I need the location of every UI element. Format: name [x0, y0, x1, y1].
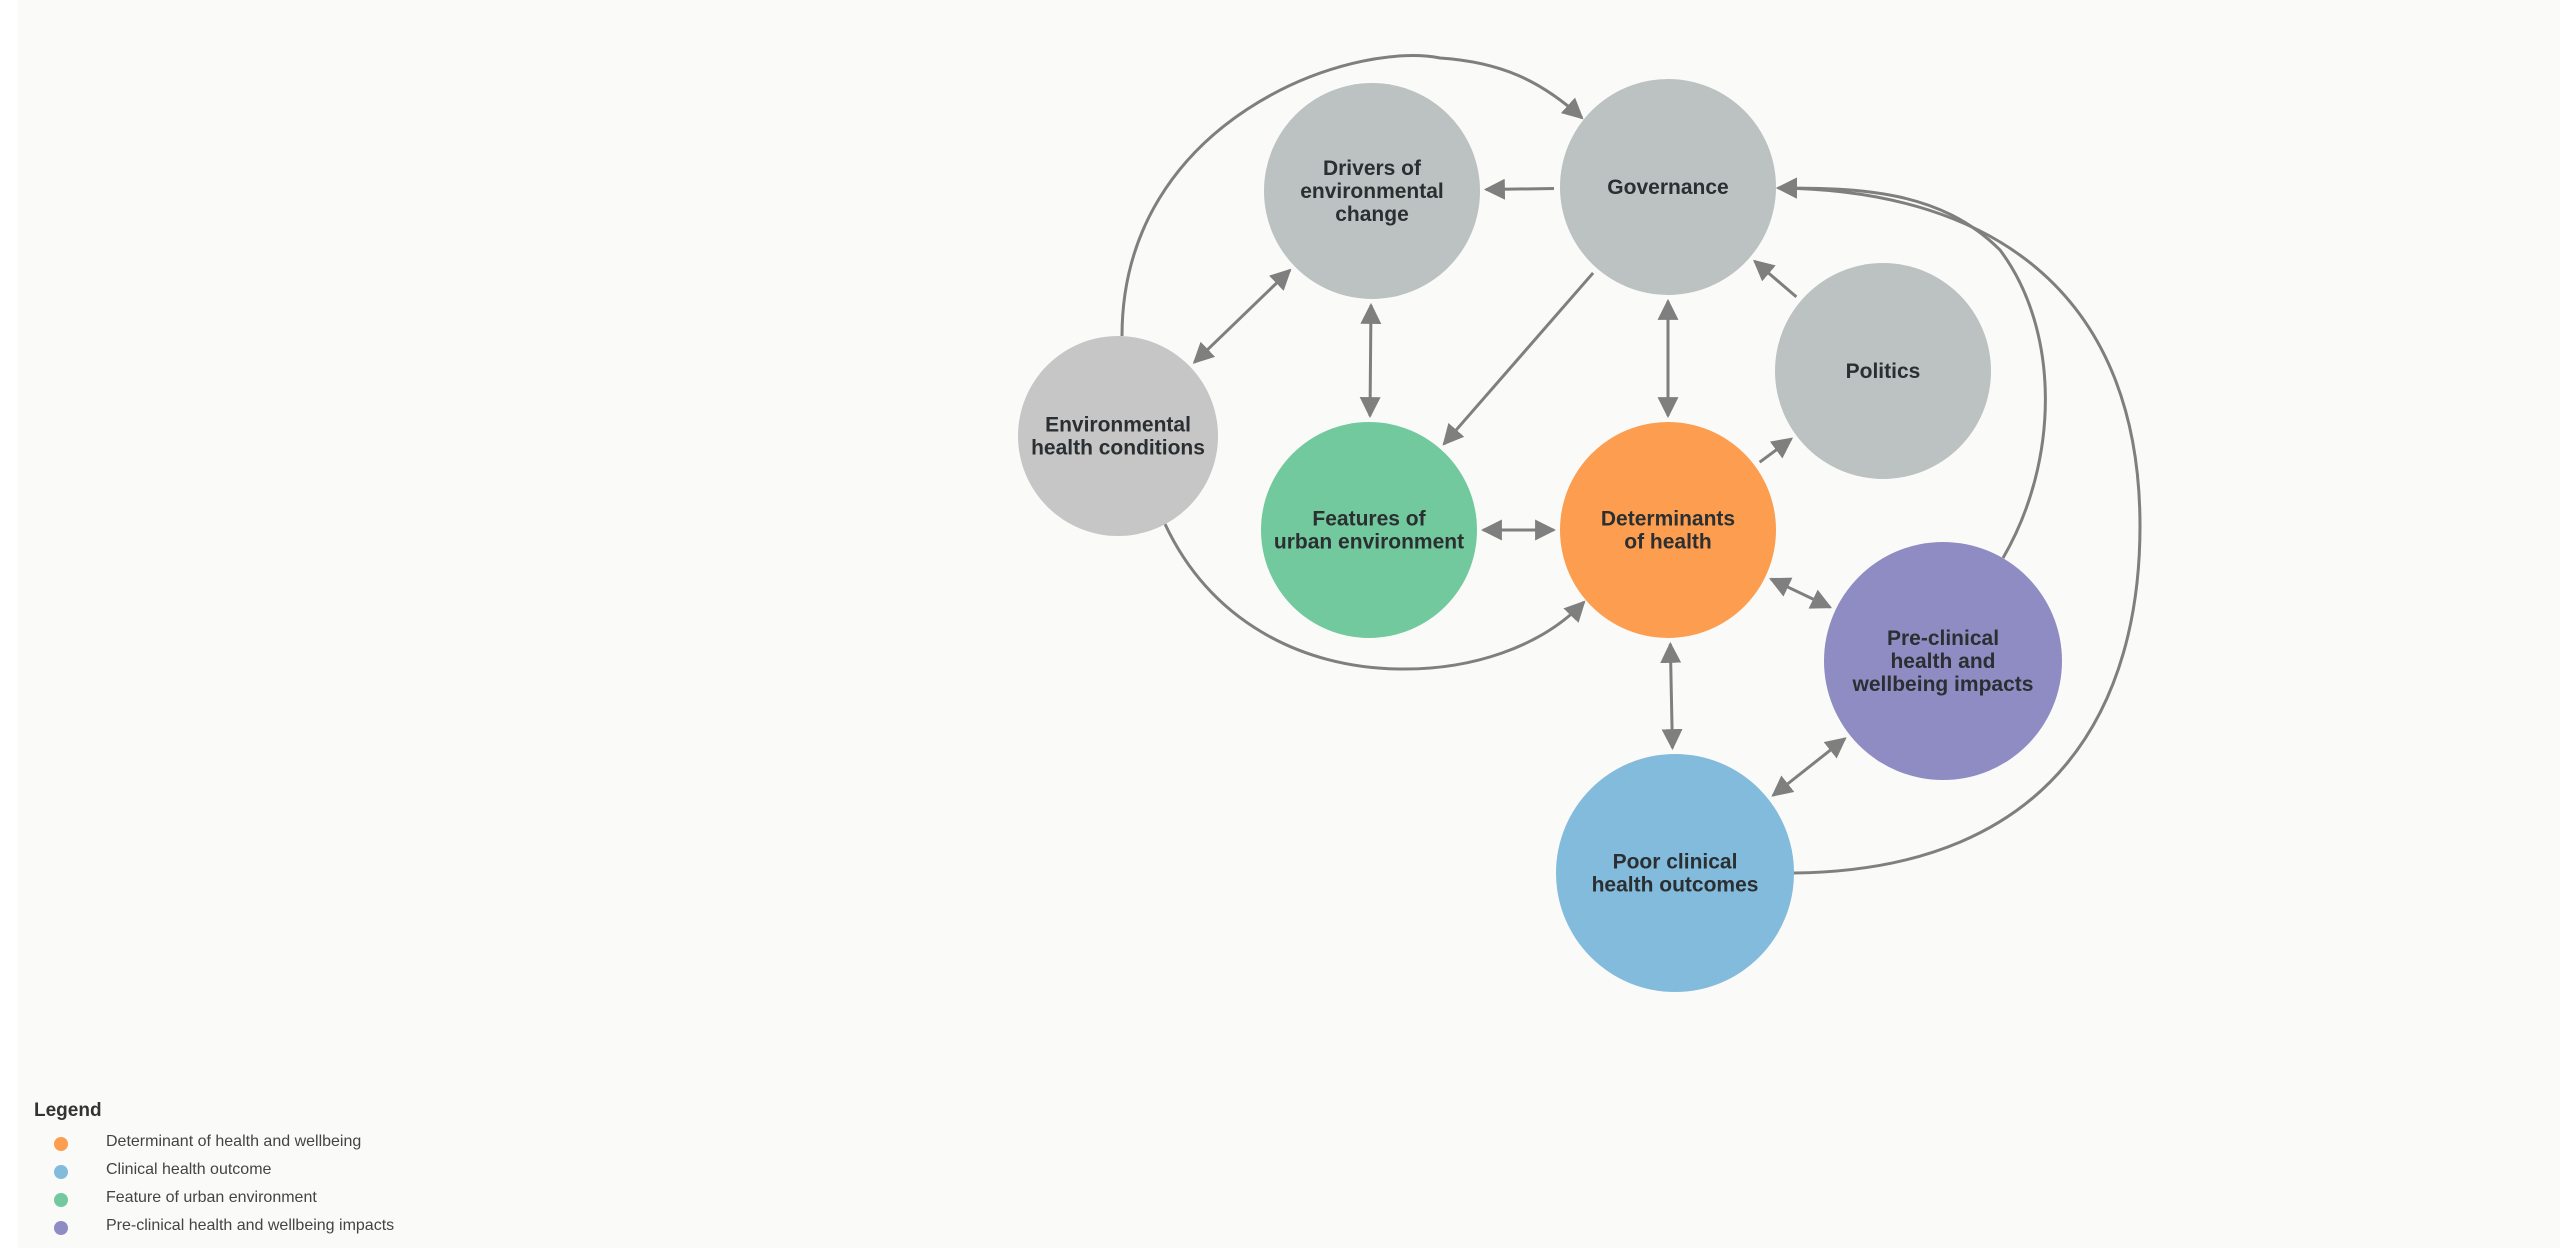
node-label: Politics: [1846, 360, 1921, 383]
edge-determinants-to-preclinical: [1769, 577, 1833, 609]
node-circle: [1018, 336, 1218, 536]
node-circle: [1556, 754, 1794, 992]
node-label: Determinants: [1601, 508, 1735, 531]
edge-governance-to-drivers: [1483, 178, 1555, 200]
node-label: Poor clinical: [1613, 851, 1738, 874]
node-label: health outcomes: [1592, 874, 1759, 897]
legend-item-preclinical: Pre-clinical health and wellbeing impact…: [34, 1214, 454, 1240]
node-label: Governance: [1607, 176, 1728, 199]
node-label: change: [1335, 203, 1409, 226]
legend-dot: [54, 1165, 68, 1179]
edge-preclinical-to-poor: [1771, 737, 1847, 797]
edge-environmental-to-governance: [1120, 54, 1584, 337]
node-governance: Governance: [1560, 79, 1776, 295]
legend-item-determinant: Determinant of health and wellbeing: [34, 1130, 454, 1156]
edge-determinants-to-poor: [1660, 641, 1683, 751]
legend-dot: [54, 1137, 68, 1151]
node-label: Pre-clinical: [1887, 627, 1999, 650]
legend-label: Pre-clinical health and wellbeing impact…: [106, 1217, 395, 1234]
node-circle: [1264, 83, 1480, 299]
node-circle: [1261, 422, 1477, 638]
legend-dot: [54, 1193, 68, 1207]
node-label: wellbeing impacts: [1852, 673, 2034, 696]
node-label: Features of: [1312, 508, 1426, 531]
node-circle: [1824, 542, 2062, 780]
edge-drivers-to-environmental: [1192, 268, 1292, 364]
node-label: environmental: [1300, 180, 1444, 203]
legend: Legend Determinant of health and wellbei…: [34, 1100, 454, 1240]
legend-label: Feature of urban environment: [106, 1189, 317, 1206]
edge-preclinical-to-governance: [1775, 177, 2047, 559]
node-label: of health: [1624, 531, 1712, 554]
node-label: Environmental: [1045, 414, 1191, 437]
edge-poor-to-governance: [1775, 177, 2142, 875]
legend-label: Clinical health outcome: [106, 1161, 272, 1178]
node-label: Drivers of: [1323, 157, 1422, 180]
legend-item-clinical-outcome: Clinical health outcome: [34, 1158, 454, 1184]
edge-environmental-to-determinants: [1163, 523, 1586, 671]
legend-dot: [54, 1221, 68, 1235]
node-label: health and: [1890, 650, 1995, 673]
edge-layer: [1120, 54, 2142, 875]
edge-governance-to-features: [1442, 271, 1595, 446]
edge-drivers-to-features: [1359, 302, 1382, 419]
node-label: health conditions: [1031, 437, 1205, 460]
legend-label: Determinant of health and wellbeing: [106, 1133, 362, 1150]
node-politics: Politics: [1775, 263, 1991, 479]
edge-determinants-to-politics: [1758, 437, 1794, 464]
legend-title: Legend: [34, 1100, 102, 1121]
node-circle: [1560, 79, 1776, 295]
edge-politics-to-governance: [1753, 259, 1798, 299]
node-label: urban environment: [1274, 531, 1464, 554]
node-circle: [1775, 263, 1991, 479]
node-circle: [1560, 422, 1776, 638]
legend-item-urban-feature: Feature of urban environment: [34, 1186, 454, 1212]
